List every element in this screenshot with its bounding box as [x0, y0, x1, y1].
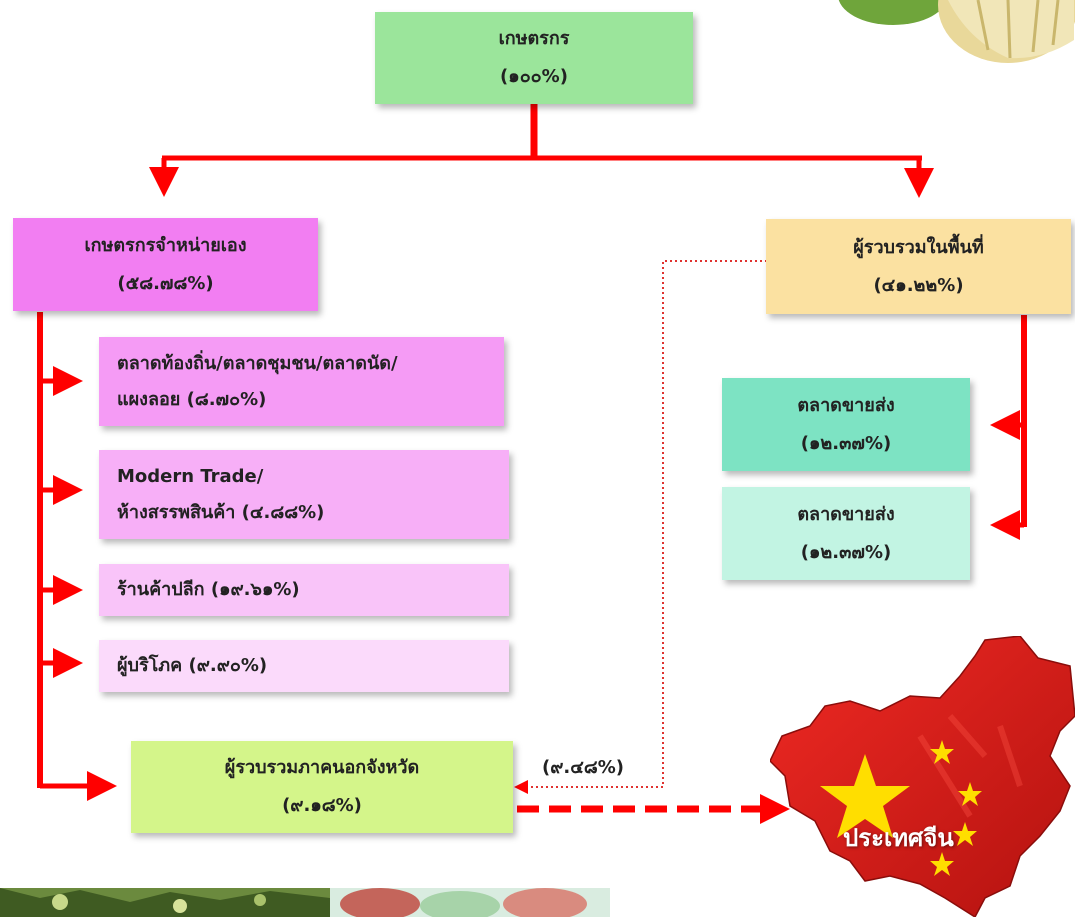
outside-collector-node: ผู้รวบรวมภาคนอกจังหวัด (๙.๑๘%): [131, 741, 513, 833]
wholesale-1-name: ตลาดขายส่ง: [797, 394, 895, 416]
outside-collector-pct: (๙.๑๘%): [282, 795, 362, 816]
self-sell-pct: (๕๘.๗๘%): [117, 272, 214, 294]
wholesale-node-1: ตลาดขายส่ง (๑๒.๓๗%): [722, 378, 970, 471]
wholesale-node-2: ตลาดขายส่ง (๑๒.๓๗%): [722, 487, 970, 580]
channel-modern-trade-line1: Modern Trade/: [117, 465, 264, 487]
channel-retail-line1: ร้านค้าปลีก (๑๙.๖๑%): [117, 579, 300, 600]
wholesale-2-pct: (๑๒.๓๗%): [800, 541, 892, 563]
wholesale-1-pct: (๑๒.๓๗%): [800, 432, 892, 454]
channel-local-market-line1: ตลาดท้องถิ่น/ตลาดชุมชน/ตลาดนัด/: [117, 352, 398, 374]
channel-retail: ร้านค้าปลีก (๑๙.๖๑%): [99, 564, 509, 616]
farmer-name: เกษตรกร: [498, 28, 570, 49]
local-collector-node: ผู้รวบรวมในพื้นที่ (๔๑.๒๒%): [766, 219, 1071, 314]
channel-modern-trade-line2: ห้างสรรพสินค้า (๔.๘๘%): [117, 501, 325, 523]
local-collector-name: ผู้รวบรวมในพื้นที่: [853, 236, 984, 258]
channel-local-market-line2: แผงลอย (๘.๗๐%): [117, 388, 267, 410]
local-collector-pct: (๔๑.๒๒%): [873, 274, 964, 296]
channel-local-market: ตลาดท้องถิ่น/ตลาดชุมชน/ตลาดนัด/ แผงลอย (…: [99, 337, 504, 426]
channel-consumer-line1: ผู้บริโภค (๙.๙๐%): [117, 655, 268, 676]
wholesale-2-name: ตลาดขายส่ง: [797, 503, 895, 525]
packed-fruit-photo: [330, 888, 610, 917]
dotted-link-label: (๙.๔๘%): [542, 757, 625, 778]
pomelo-image: [838, 0, 1075, 63]
china-map-flag: [770, 636, 1075, 917]
channel-consumer: ผู้บริโภค (๙.๙๐%): [99, 640, 509, 692]
outside-collector-name: ผู้รวบรวมภาคนอกจังหวัด: [224, 757, 420, 778]
self-sell-node: เกษตรกรจำหน่ายเอง (๕๘.๗๘%): [13, 218, 318, 311]
china-label: ประเทศจีน: [843, 824, 954, 852]
self-sell-name: เกษตรกรจำหน่ายเอง: [84, 234, 247, 256]
china-arrowhead: [760, 794, 790, 824]
dotted-arrowhead: [514, 780, 528, 794]
dotted-link: [527, 260, 767, 788]
channel-modern-trade: Modern Trade/ ห้างสรรพสินค้า (๔.๘๘%): [99, 450, 509, 539]
farmer-node: เกษตรกร (๑๐๐%): [375, 12, 693, 104]
farmer-pct: (๑๐๐%): [500, 66, 568, 87]
orchard-photo: [0, 888, 330, 917]
